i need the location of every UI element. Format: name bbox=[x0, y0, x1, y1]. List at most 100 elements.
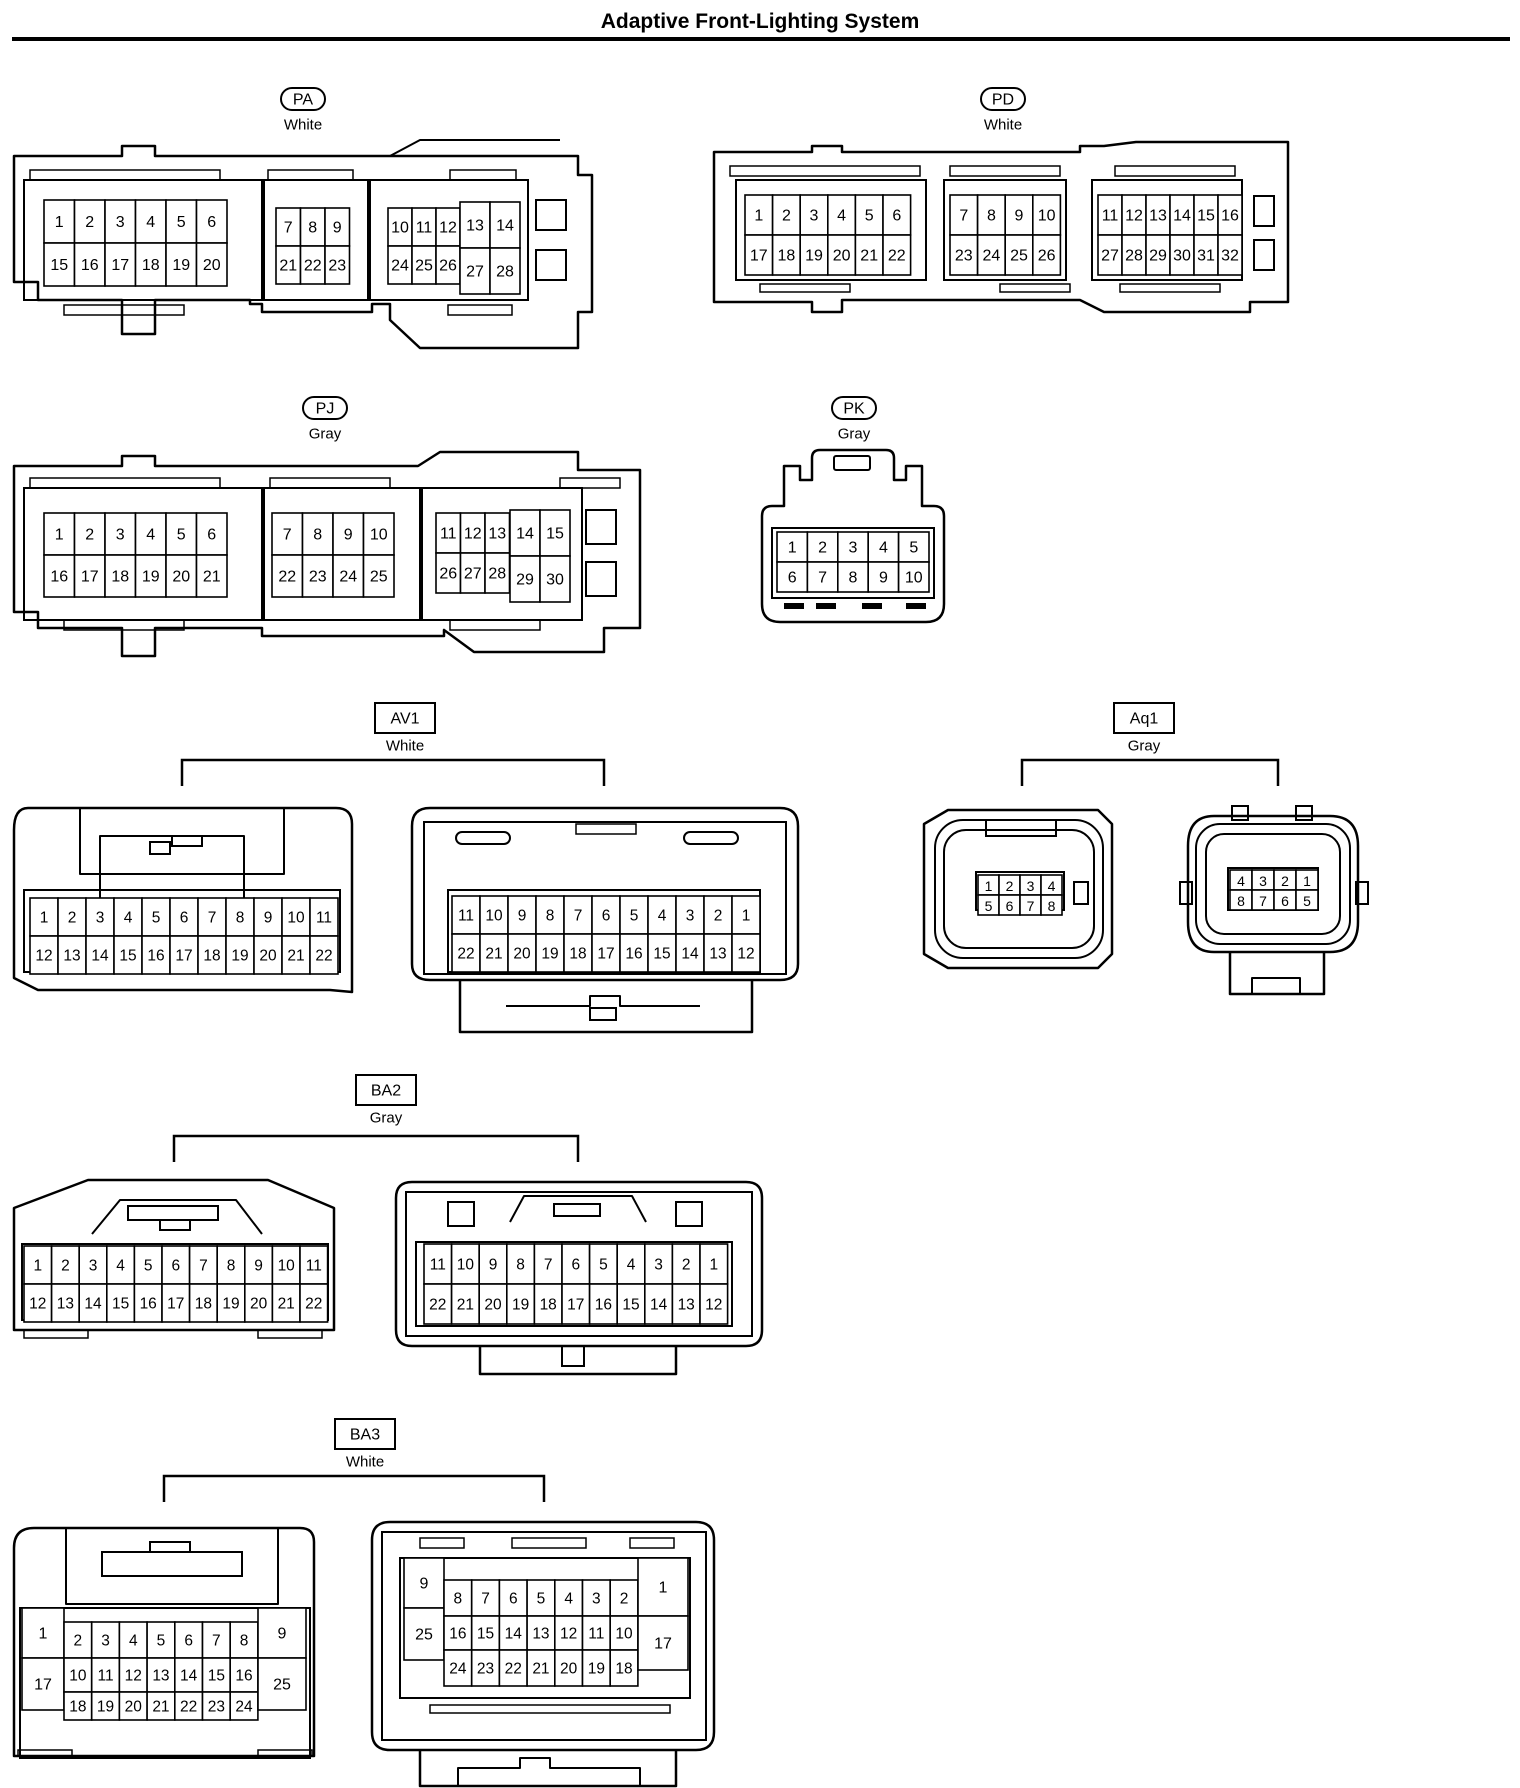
pin-number: 15 bbox=[50, 257, 68, 274]
pin-number: 28 bbox=[496, 264, 514, 281]
pin-number: 6 bbox=[892, 208, 901, 225]
pin-cell bbox=[826, 194, 857, 236]
pin-number: 7 bbox=[959, 208, 968, 225]
pin-number: 25 bbox=[370, 569, 388, 586]
pin-number: 12 bbox=[29, 1296, 46, 1313]
pin-cell bbox=[1121, 194, 1147, 236]
pin-number: 1 bbox=[55, 527, 64, 544]
outline bbox=[1195, 823, 1351, 945]
pin-number: 15 bbox=[653, 946, 670, 963]
side-key bbox=[1253, 239, 1275, 271]
pin-number: 18 bbox=[195, 1296, 212, 1313]
latch-slot bbox=[257, 1329, 323, 1339]
pin-number: 19 bbox=[541, 946, 558, 963]
pin-number: 10 bbox=[485, 908, 503, 925]
pin-number: 17 bbox=[167, 1296, 184, 1313]
pin-number: 1 bbox=[1303, 873, 1311, 889]
pin-cell bbox=[588, 1283, 618, 1325]
pin-cavity bbox=[399, 1557, 691, 1699]
lock-tab bbox=[149, 1541, 191, 1553]
pin-cell bbox=[451, 933, 481, 973]
pin-number: 3 bbox=[592, 1591, 601, 1608]
connector-color: White bbox=[346, 1454, 384, 1471]
pin-number: 17 bbox=[567, 1297, 584, 1314]
pin-cell bbox=[271, 512, 304, 556]
pin-number: 20 bbox=[172, 569, 190, 586]
pin-number: 27 bbox=[1101, 248, 1119, 265]
pin-number: 23 bbox=[328, 258, 346, 275]
pin-number: 1 bbox=[33, 1258, 42, 1275]
pin-cell bbox=[489, 247, 521, 295]
pin-cell bbox=[195, 512, 228, 556]
pin-cell bbox=[134, 512, 167, 556]
pin-cell bbox=[484, 552, 511, 594]
pin-cell bbox=[505, 1243, 536, 1285]
pin-number: 10 bbox=[905, 570, 923, 587]
pin-number: 29 bbox=[1149, 248, 1167, 265]
pin-number: 2 bbox=[682, 1257, 691, 1274]
pin-cell bbox=[23, 1245, 53, 1285]
connector-code: PA bbox=[293, 92, 313, 109]
pin-cavity bbox=[261, 487, 423, 621]
pin-number: 12 bbox=[125, 1668, 142, 1685]
side-key bbox=[585, 509, 617, 545]
pin-number: 18 bbox=[540, 1297, 557, 1314]
pin-number: 27 bbox=[464, 566, 482, 583]
pin-number: 8 bbox=[546, 908, 555, 925]
lock-arm bbox=[509, 1195, 647, 1223]
outline bbox=[943, 829, 1095, 949]
pin-number: 16 bbox=[625, 946, 642, 963]
pin-number: 19 bbox=[172, 257, 190, 274]
pin-number: 21 bbox=[860, 248, 878, 265]
pin-number: 25 bbox=[415, 1627, 433, 1644]
pin-number: 1 bbox=[659, 1580, 668, 1597]
pin-number: 13 bbox=[709, 946, 726, 963]
pin-cavity bbox=[261, 179, 371, 301]
pin-number: 12 bbox=[439, 220, 457, 237]
pin-cell bbox=[195, 554, 228, 598]
pin-number: 24 bbox=[391, 258, 409, 275]
pin-number: 22 bbox=[315, 948, 332, 965]
pin-number: 8 bbox=[308, 220, 317, 237]
bracket-line bbox=[162, 1474, 546, 1502]
pin-number: 17 bbox=[654, 1636, 672, 1653]
pin-cell bbox=[229, 1621, 259, 1659]
pin-cell bbox=[459, 552, 486, 594]
pin-cell bbox=[489, 201, 521, 249]
pin-number: 5 bbox=[177, 527, 186, 544]
pin-number: 22 bbox=[429, 1297, 446, 1314]
pin-cell bbox=[271, 554, 304, 598]
lock-tab bbox=[171, 835, 203, 847]
pin-number: 23 bbox=[309, 569, 327, 586]
pin-cell bbox=[1217, 194, 1243, 236]
pin-cell bbox=[643, 1283, 674, 1325]
pin-number: 20 bbox=[513, 946, 531, 963]
pin-cell bbox=[1032, 234, 1062, 276]
pin-number: 9 bbox=[254, 1258, 263, 1275]
pin-number: 24 bbox=[235, 1699, 253, 1716]
pin-number: 13 bbox=[57, 1296, 74, 1313]
pin-number: 11 bbox=[1102, 208, 1119, 225]
pin-number: 24 bbox=[339, 569, 357, 586]
pin-number: 14 bbox=[516, 526, 534, 543]
pin-cell bbox=[253, 935, 283, 975]
pin-cell bbox=[281, 935, 311, 975]
pin-number: 8 bbox=[227, 1258, 236, 1275]
pin-cell bbox=[450, 1283, 481, 1325]
pin-cell bbox=[229, 1691, 259, 1721]
pin-number: 7 bbox=[481, 1591, 490, 1608]
pin-number: 25 bbox=[1010, 248, 1028, 265]
pin-number: 3 bbox=[101, 1633, 110, 1650]
pin-cell bbox=[581, 1649, 612, 1687]
pin-number: 21 bbox=[485, 946, 502, 963]
pin-number: 12 bbox=[464, 526, 482, 543]
lock-tab bbox=[159, 1219, 191, 1231]
pin-cell bbox=[509, 555, 541, 603]
pin-number: 6 bbox=[571, 1257, 580, 1274]
pin-cell bbox=[174, 1657, 204, 1693]
pin-number: 7 bbox=[544, 1257, 553, 1274]
pin-number: 9 bbox=[879, 570, 888, 587]
housing-hood bbox=[389, 139, 560, 157]
pin-number: 28 bbox=[488, 566, 506, 583]
